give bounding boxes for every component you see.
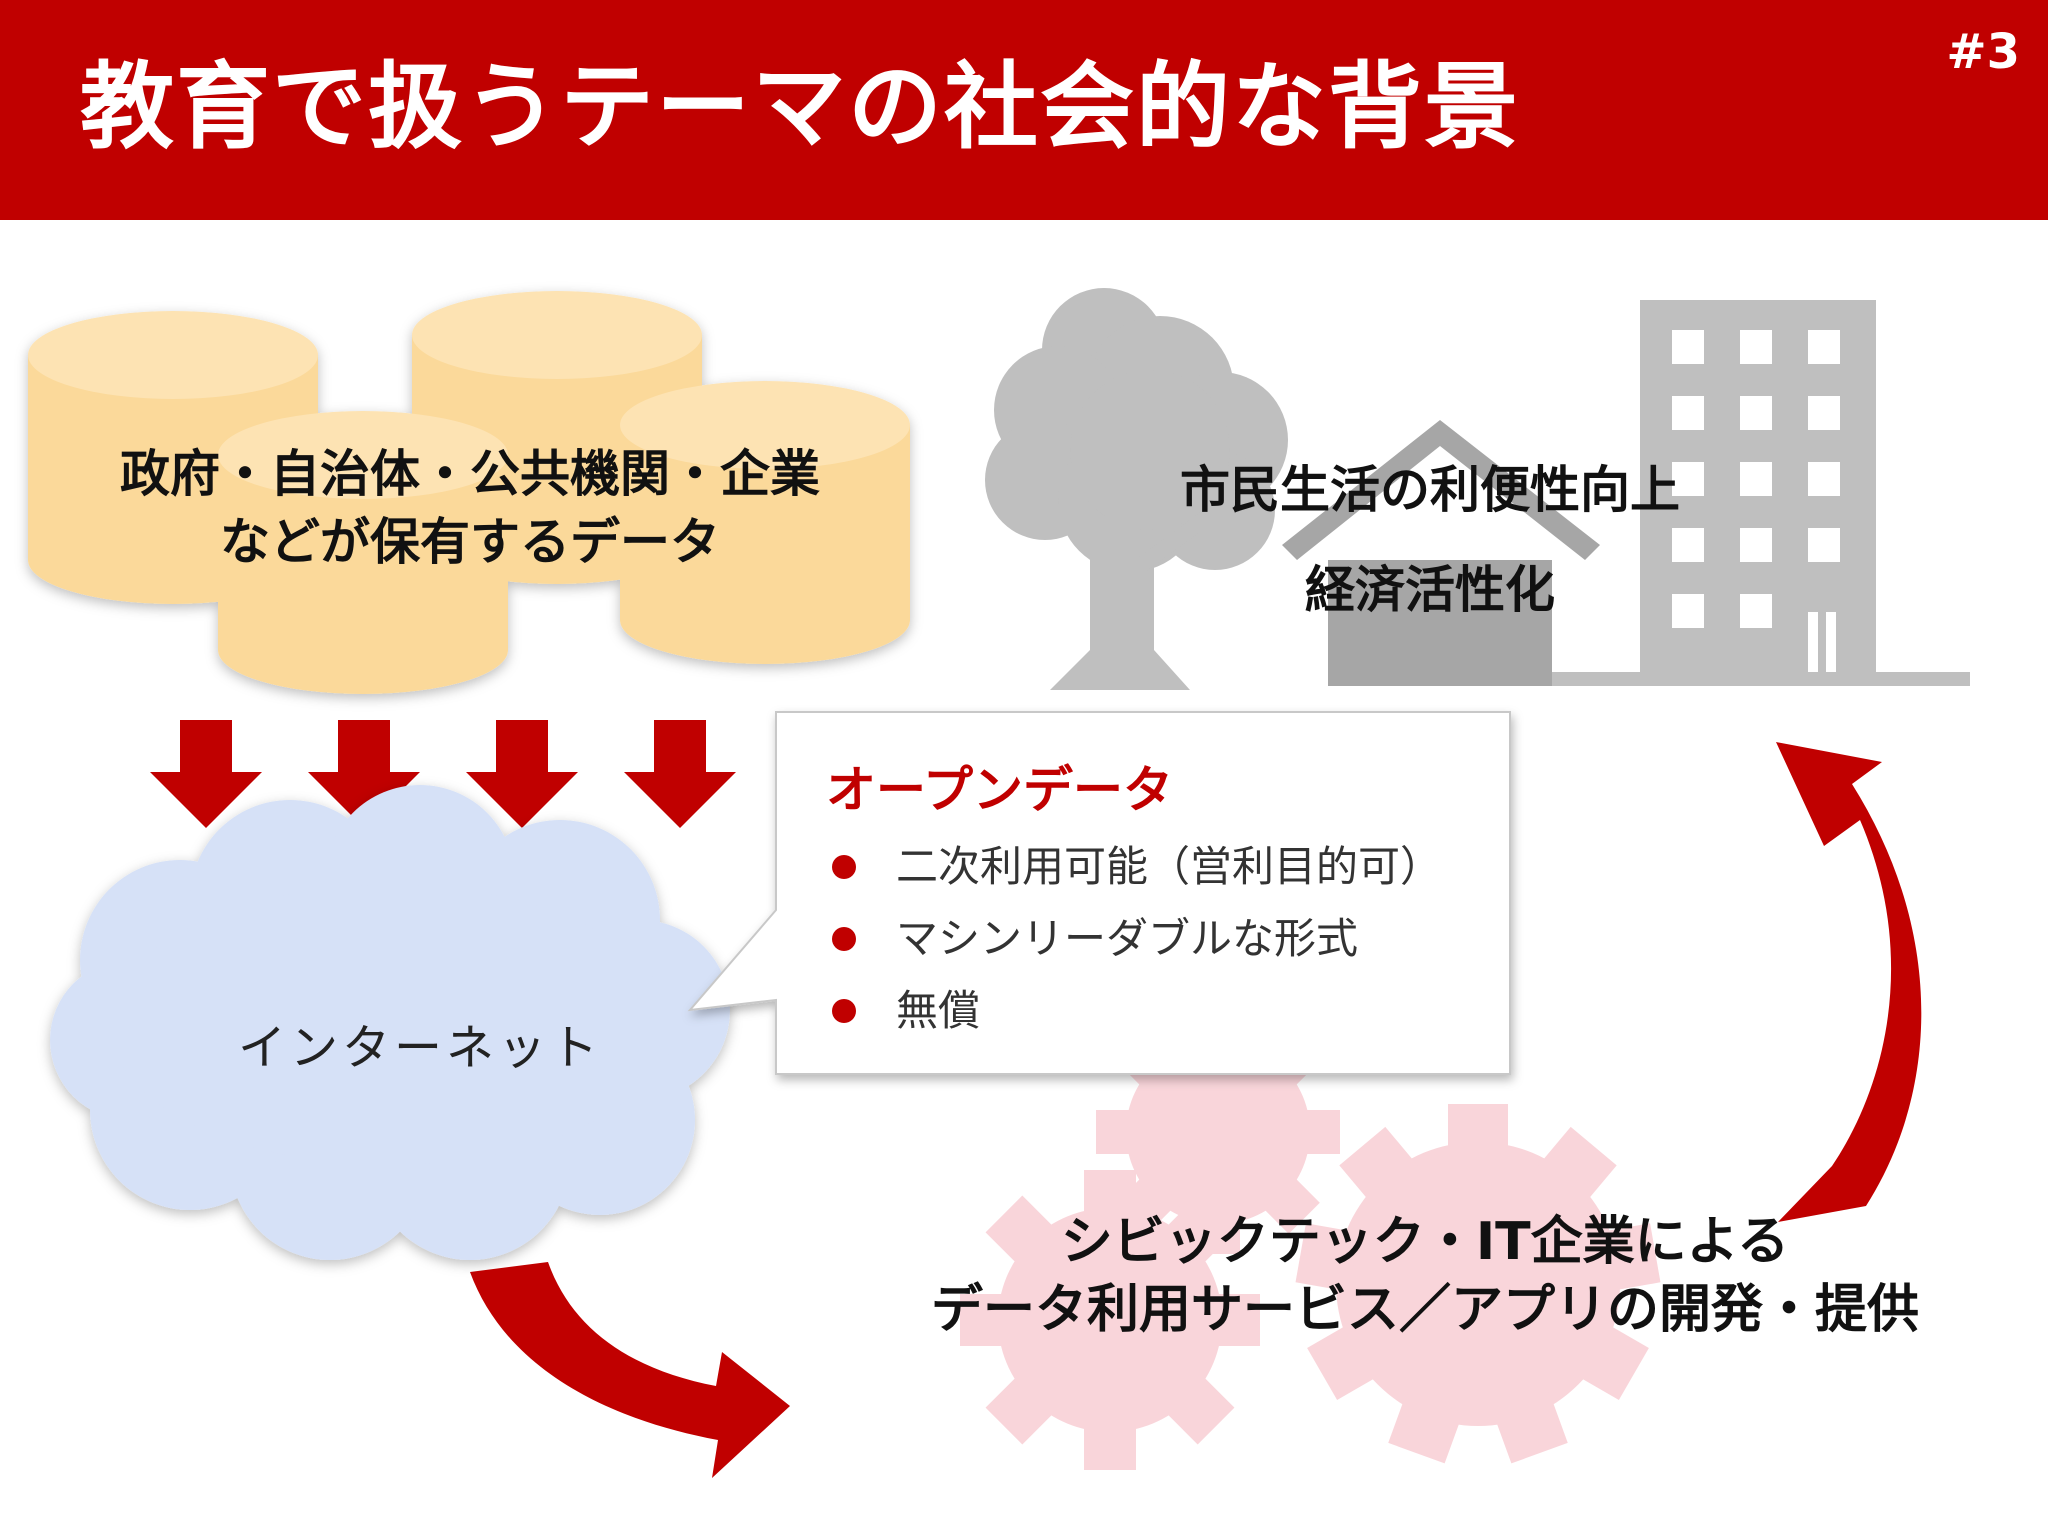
development-line-2: データ利用サービス／アプリの開発・提供 (930, 1280, 1919, 1340)
database-icon (28, 291, 910, 694)
building-icon (1550, 300, 1970, 686)
open-data-item-3: 無償 (896, 986, 981, 1035)
data-sources-label: 政府・自治体・公共機関・企業 などが保有するデータ (30, 440, 910, 576)
goal-line-1: 市民生活の利便性向上 (1180, 461, 1680, 519)
open-data-list: 二次利用可能（営利目的可） マシンリーダブルな形式 無償 (830, 838, 1442, 1054)
curved-arrow-icon (1776, 742, 1922, 1222)
slide-number: #3 (1946, 24, 2020, 80)
development-line-1: シビックテック・IT企業による (1060, 1212, 1790, 1272)
goal-label: 市民生活の利便性向上 経済活性化 (1130, 440, 1730, 640)
development-label: シビックテック・IT企業による データ利用サービス／アプリの開発・提供 (700, 1208, 2048, 1344)
bullet-icon (832, 927, 856, 951)
internet-label: インターネット (237, 1020, 602, 1076)
bullet-icon (832, 855, 856, 879)
data-sources-line-1: 政府・自治体・公共機関・企業 (120, 445, 820, 503)
bullet-icon (832, 999, 856, 1023)
cloud-icon (50, 785, 730, 1260)
data-sources-line-2: などが保有するデータ (220, 513, 720, 571)
open-data-item-1: 二次利用可能（営利目的可） (896, 842, 1443, 891)
open-data-title: オープンデータ (826, 761, 1173, 819)
list-item: 二次利用可能（営利目的可） (830, 838, 1442, 910)
list-item: マシンリーダブルな形式 (830, 910, 1442, 982)
tree-icon (985, 288, 1288, 690)
list-item: 無償 (830, 982, 1442, 1054)
open-data-item-2: マシンリーダブルな形式 (896, 914, 1359, 963)
goal-line-2: 経済活性化 (1305, 561, 1555, 619)
open-data-callout-box (687, 711, 1511, 1075)
curved-arrow-icon (470, 1262, 790, 1478)
slide-title: 教育で扱うテーマの社会的な背景 (80, 53, 1521, 162)
title-bar: 教育で扱うテーマの社会的な背景 #3 (0, 0, 2048, 220)
house-icon (1282, 420, 1600, 686)
down-arrow-icon (150, 720, 736, 828)
